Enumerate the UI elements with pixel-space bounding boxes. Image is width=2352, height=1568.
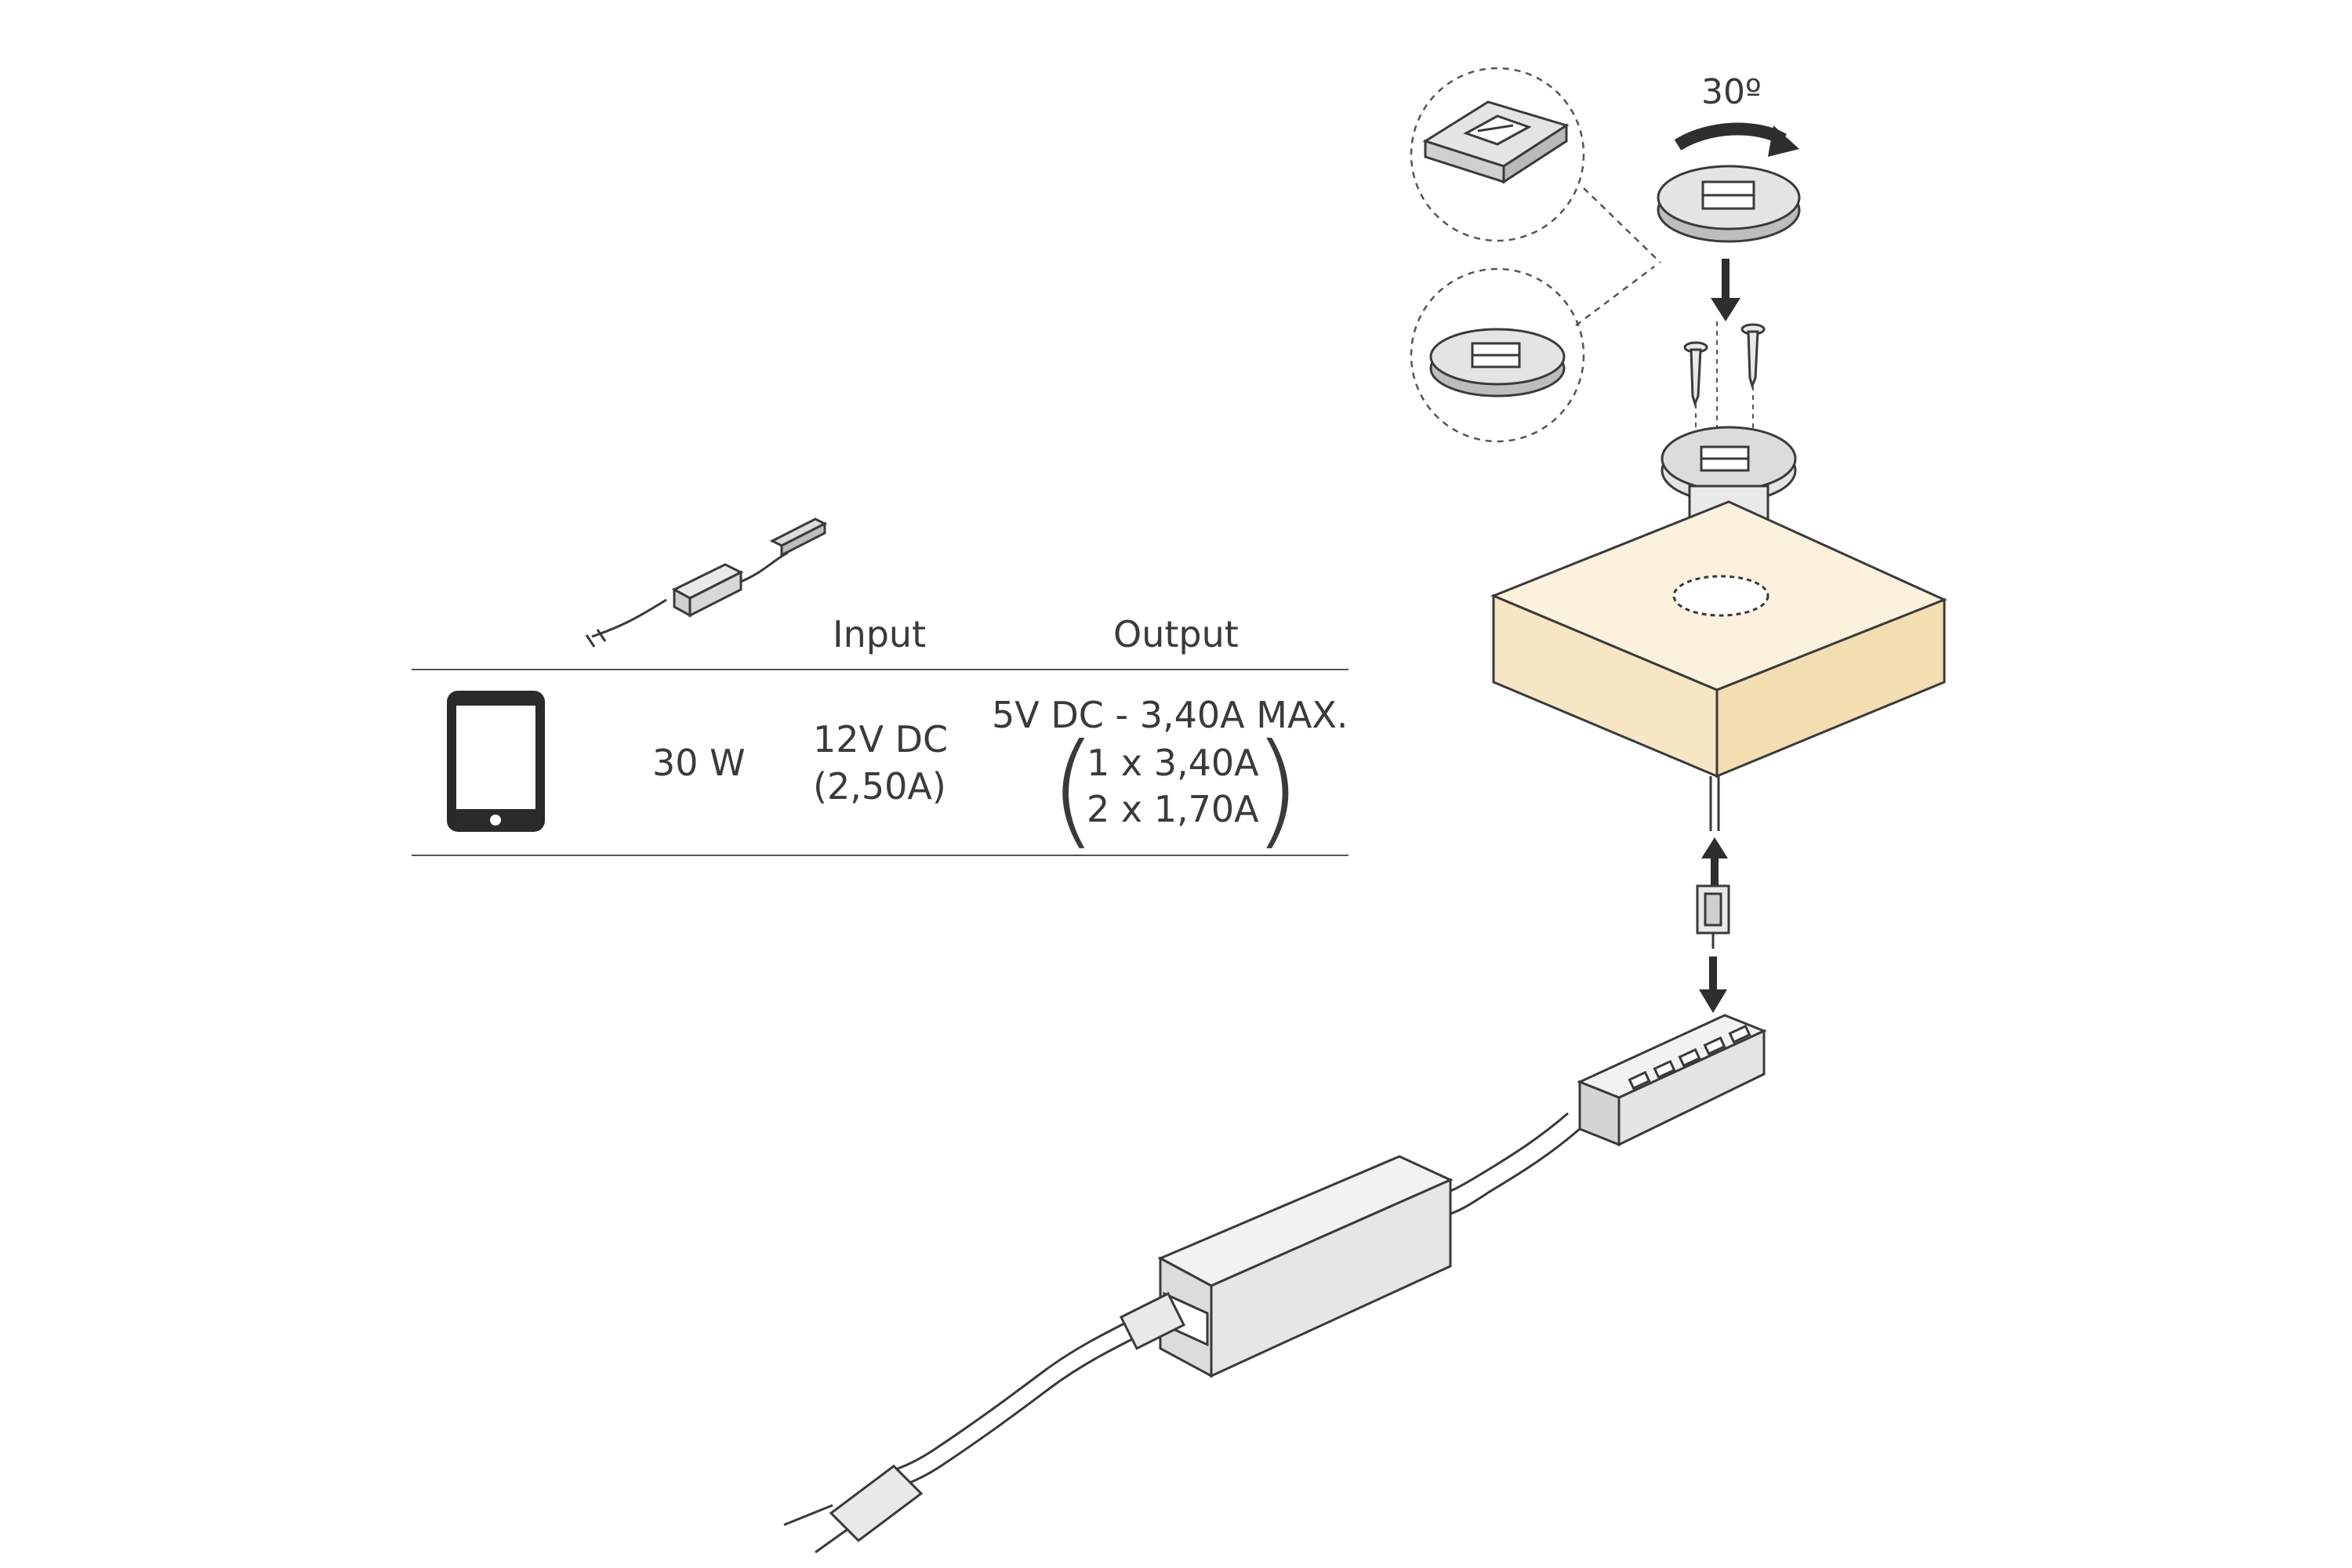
euro-plug-icon [783, 1465, 924, 1554]
power-supply-icon [585, 517, 828, 648]
right-parenthesis: ) [1253, 717, 1301, 862]
input-voltage: 12V DC [813, 718, 949, 760]
socket-cable [1709, 776, 1720, 831]
square-cover-variant [1422, 100, 1570, 184]
rotation-arrow-icon [1674, 122, 1799, 157]
round-cover-variant [1429, 328, 1566, 397]
power-value: 30 W [652, 742, 746, 784]
output-single: 1 x 3,40A [1087, 742, 1259, 784]
screw-icons [1683, 323, 1766, 408]
down-arrow-distributor-icon [1699, 956, 1727, 1013]
output-max: 5V DC - 3,40A MAX. [992, 694, 1348, 736]
header-output: Output [1113, 613, 1239, 655]
left-parenthesis: ( [1049, 717, 1098, 862]
down-arrow-icon [1711, 259, 1740, 321]
table-bottom-rule [412, 855, 1348, 856]
connector-plug [1696, 884, 1730, 949]
rotation-label: 30º [1701, 72, 1762, 112]
tablet-icon [447, 691, 545, 832]
input-current: (2,50A) [813, 765, 946, 808]
power-adapter [1157, 1155, 1454, 1378]
dc-cable [1438, 1112, 1581, 1217]
output-dual: 2 x 1,70A [1087, 788, 1259, 830]
usb-cover-top [1657, 165, 1801, 243]
table-top-rule [412, 669, 1348, 670]
worktop-board [1490, 500, 1947, 779]
up-arrow-icon [1701, 837, 1728, 894]
detail-circles [1410, 67, 1661, 443]
distributor-block [1577, 1014, 1767, 1147]
header-input: Input [833, 613, 927, 655]
ac-cable [893, 1291, 1186, 1487]
